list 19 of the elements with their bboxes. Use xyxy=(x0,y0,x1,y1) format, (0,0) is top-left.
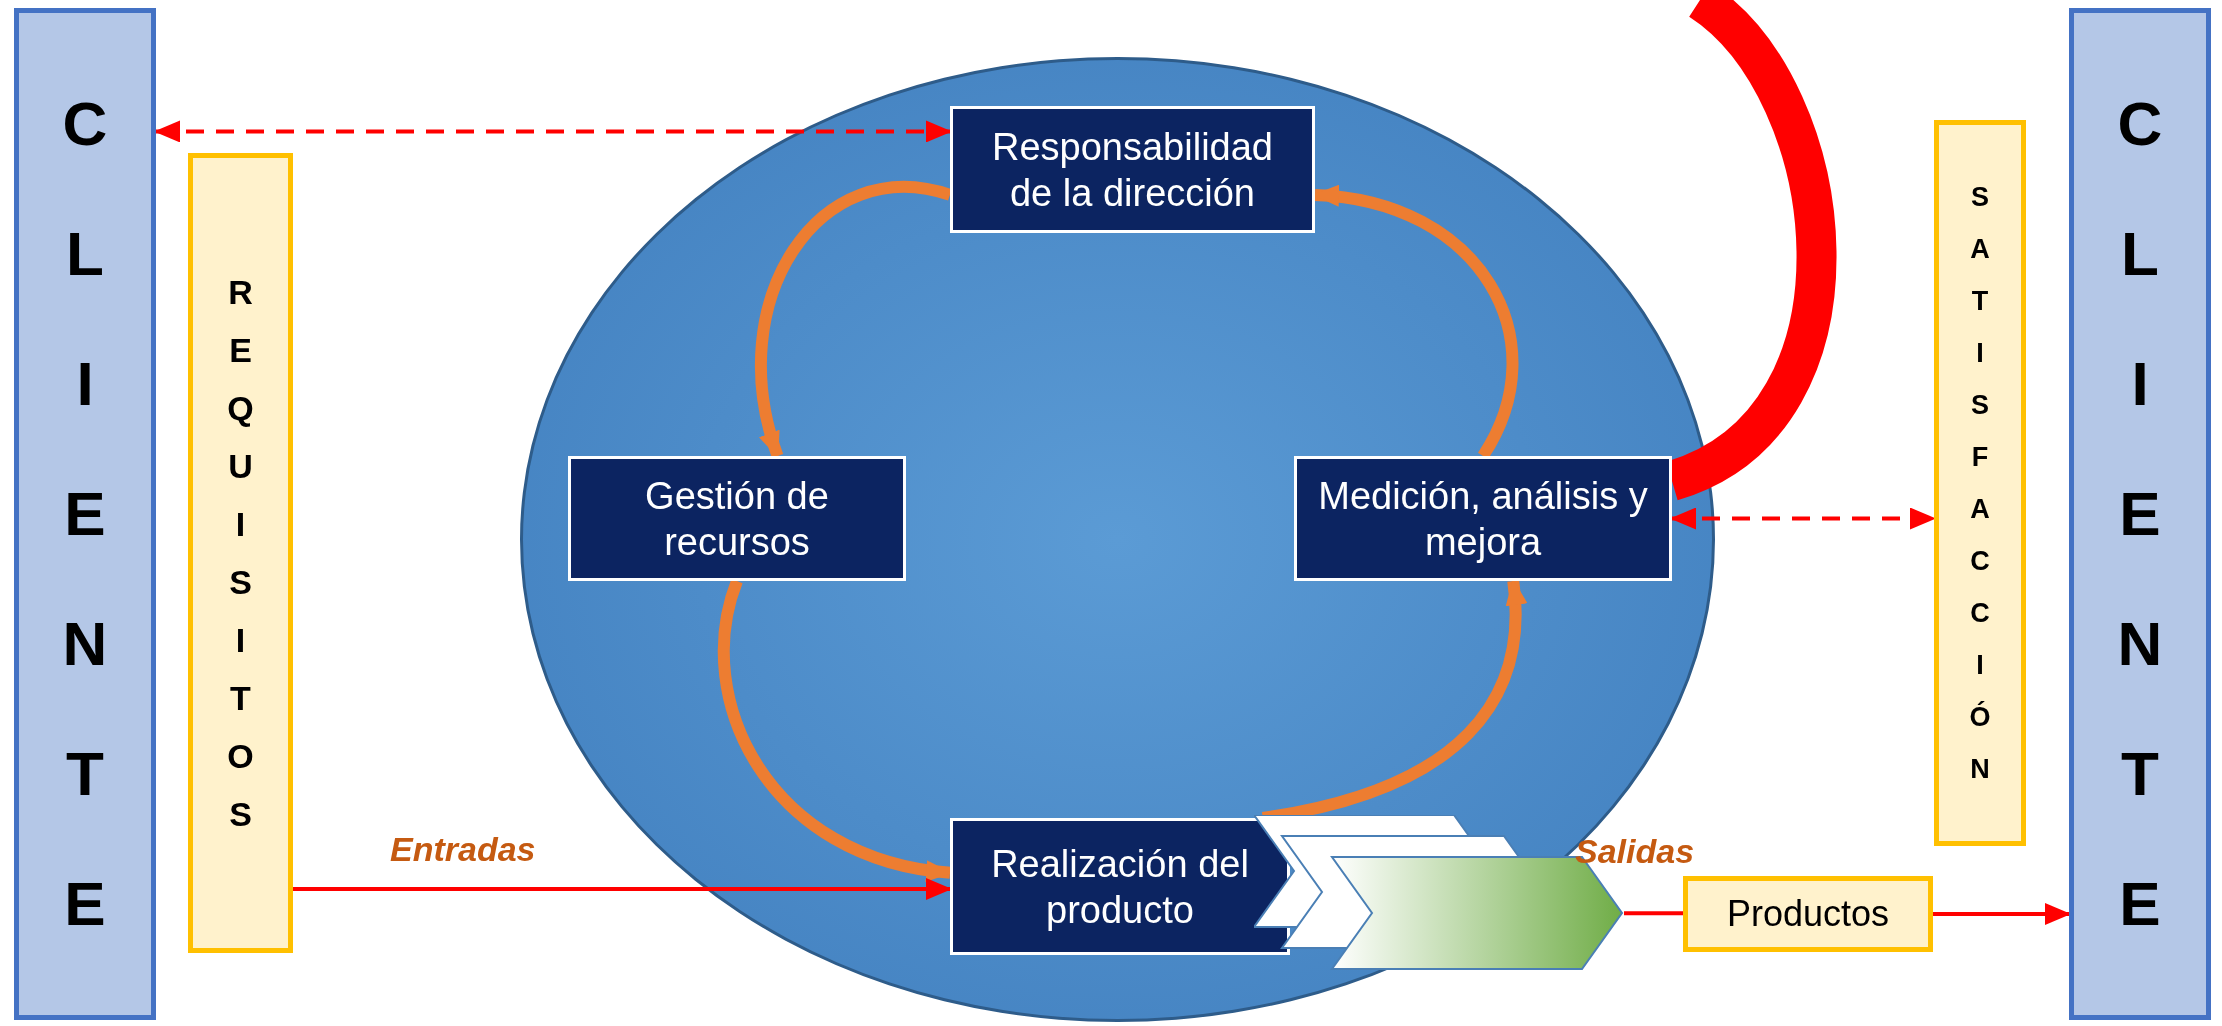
customer-bar: CLIENTE xyxy=(14,8,156,1020)
process-box: Realización del producto xyxy=(950,818,1290,955)
process-box: Gestión de recursos xyxy=(568,456,906,581)
connector-line xyxy=(1624,911,1683,916)
edge-label: Entradas xyxy=(390,830,536,869)
ribbon-arrow xyxy=(755,181,952,458)
process-box: Responsabilidad de la dirección xyxy=(950,106,1315,233)
ribbon-arrow xyxy=(718,579,952,881)
output-box: Productos xyxy=(1683,876,1933,952)
requirements-box: REQUISITOS xyxy=(188,153,293,953)
customer-bar: CLIENTE xyxy=(2069,8,2211,1020)
dashed-arrow xyxy=(154,120,952,143)
arrow xyxy=(1933,903,2071,925)
arrow xyxy=(293,878,952,900)
process-box: Medición, análisis y mejora xyxy=(1294,456,1672,581)
ribbon-arrow xyxy=(1313,186,1519,459)
satisfaction-box: SATISFACCIÓN xyxy=(1934,120,2026,846)
edge-label: Salidas xyxy=(1575,832,1695,871)
dashed-arrow xyxy=(1670,507,1936,530)
